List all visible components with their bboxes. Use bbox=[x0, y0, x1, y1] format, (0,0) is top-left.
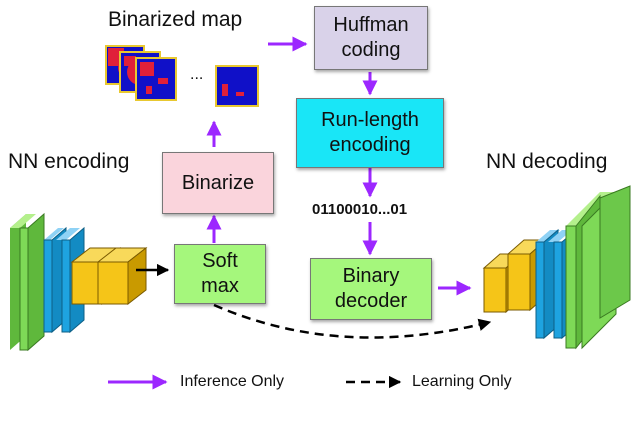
binarize-block: Binarize bbox=[162, 152, 274, 214]
binarized-map-label: Binarized map bbox=[108, 8, 243, 31]
nn-encoder-layers bbox=[10, 212, 148, 352]
nn-decoder-layers bbox=[482, 185, 631, 350]
learning-arrows bbox=[136, 263, 492, 389]
binarized-map-thumbnails bbox=[105, 45, 259, 107]
arrow-softmax-to-decoder bbox=[213, 303, 492, 339]
inference-arrows bbox=[108, 36, 472, 390]
bitstring-label: 01100010...01 bbox=[312, 201, 408, 218]
binary-decoder-block: Binary decoder bbox=[310, 258, 432, 320]
legend-inference-label: Inference Only bbox=[180, 373, 285, 390]
nn-encoding-label: NN encoding bbox=[8, 150, 130, 173]
map-ellipsis: ... bbox=[190, 66, 204, 83]
nn-decoding-label: NN decoding bbox=[486, 150, 608, 173]
softmax-block: Soft max bbox=[174, 244, 266, 304]
run-length-encoding-block: Run-length encoding bbox=[296, 98, 444, 168]
huffman-coding-block: Huffman coding bbox=[314, 6, 428, 70]
legend-learning-label: Learning Only bbox=[412, 373, 512, 390]
